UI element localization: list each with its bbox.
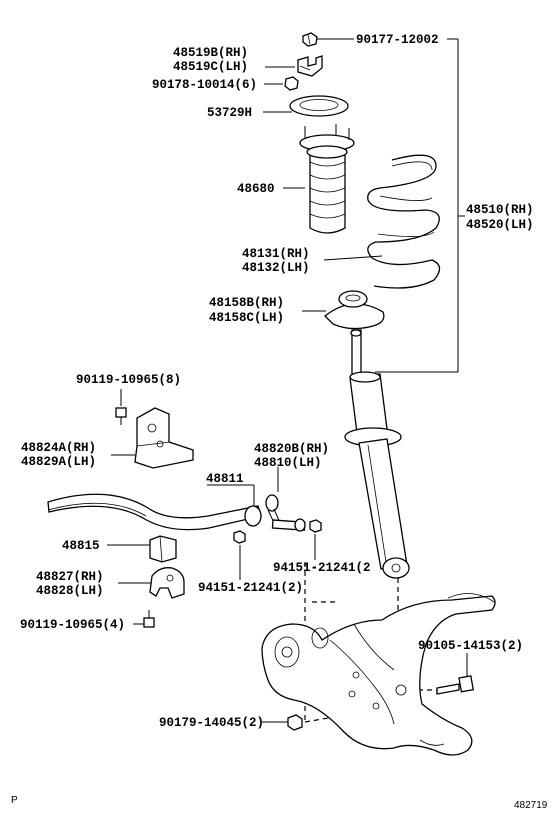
label-90178-10014: 90178-10014(6) xyxy=(152,78,257,92)
nut-94151-left-icon xyxy=(233,530,246,544)
bushing-48815-icon xyxy=(149,535,177,563)
label-94151-21241-right: 94151-21241(2 xyxy=(273,561,371,575)
label-48519c-lh: 48519C(LH) xyxy=(173,60,248,74)
bolt-90105-icon xyxy=(436,675,475,695)
bolt-90119-bottom-icon xyxy=(143,610,155,628)
label-48827-rh: 48827(RH) xyxy=(36,570,104,584)
bracket-48824-icon xyxy=(134,407,194,469)
lower-arm-icon xyxy=(261,593,496,756)
nut-94151-right-icon xyxy=(309,519,322,533)
label-53729h: 53729H xyxy=(207,106,252,120)
bracket-48519-icon xyxy=(297,55,323,77)
nut-90177-icon xyxy=(302,32,318,47)
label-48815: 48815 xyxy=(62,539,100,553)
nut-90179-icon xyxy=(287,714,303,731)
label-48519b-rh: 48519B(RH) xyxy=(173,46,248,60)
support-48680-icon xyxy=(299,124,355,234)
label-90119-10965-top: 90119-10965(8) xyxy=(76,373,181,387)
label-90177-12002: 90177-12002 xyxy=(356,33,439,47)
bolt-90119-top-icon xyxy=(115,407,127,425)
label-48131-rh: 48131(RH) xyxy=(242,247,310,261)
label-48811: 48811 xyxy=(206,472,244,486)
label-48829a-lh: 48829A(LH) xyxy=(21,455,96,469)
label-48820b-rh: 48820B(RH) xyxy=(254,442,329,456)
part-labels: 90177-12002 48519B(RH) 48519C(LH) 90178-… xyxy=(20,33,534,730)
coil-spring-48131-icon xyxy=(367,154,441,289)
label-48680: 48680 xyxy=(237,182,275,196)
label-90105-14153: 90105-14153(2) xyxy=(418,639,523,653)
insulator-53729-icon xyxy=(289,95,349,117)
label-94151-21241-left: 94151-21241(2) xyxy=(198,581,303,595)
stabilizer-link-48820-icon xyxy=(265,494,306,532)
shock-absorber-48510-icon xyxy=(344,329,410,579)
footer-left-code: P xyxy=(11,795,18,806)
label-48824a-rh: 48824A(RH) xyxy=(21,441,96,455)
label-48828-lh: 48828(LH) xyxy=(36,584,104,598)
label-48132-lh: 48132(LH) xyxy=(242,261,310,275)
label-48810-lh: 48810(LH) xyxy=(254,456,322,470)
label-48510-rh: 48510(RH) xyxy=(466,203,534,217)
bracket-48827-icon xyxy=(149,567,185,599)
footer-diagram-number: 482719 xyxy=(514,800,548,811)
label-48520-lh: 48520(LH) xyxy=(466,218,534,232)
label-90179-14045: 90179-14045(2) xyxy=(159,716,264,730)
label-48158b-rh: 48158B(RH) xyxy=(209,296,284,310)
lower-insulator-48158-icon xyxy=(324,290,385,330)
nut-90178-icon xyxy=(284,76,299,91)
stabilizer-bar-48811-icon xyxy=(47,493,262,531)
label-90119-10965-bottom: 90119-10965(4) xyxy=(20,618,125,632)
label-48158c-lh: 48158C(LH) xyxy=(209,311,284,325)
